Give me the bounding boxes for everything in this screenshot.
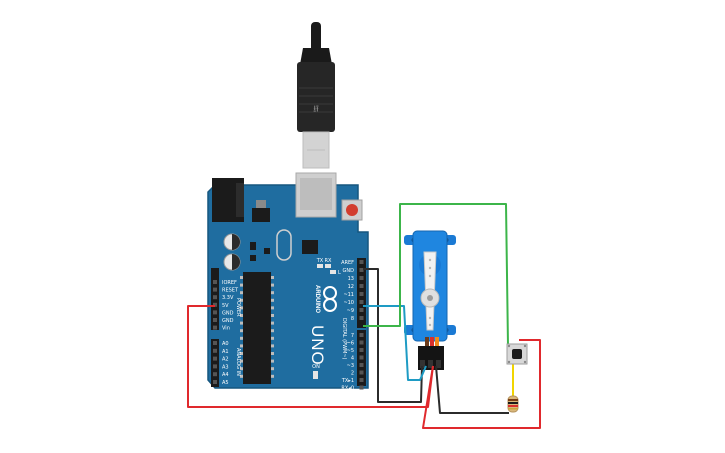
analog-pin[interactable] (213, 372, 217, 377)
power-pin[interactable] (213, 295, 217, 300)
digital-pin-label: 7 (351, 333, 354, 339)
wire-signal-blue (363, 305, 427, 381)
analog-pin-label: A4 (222, 372, 229, 378)
digital-pin-label: ~11 (343, 292, 354, 298)
micro-servo[interactable] (404, 230, 456, 370)
analog-pin-label: A5 (222, 380, 229, 386)
digital-pin[interactable] (359, 378, 364, 382)
digital-pin[interactable] (359, 292, 364, 296)
digital-pin[interactable] (359, 268, 364, 272)
digital-pin-label: RX◂0 (341, 386, 354, 392)
power-pin[interactable] (213, 325, 217, 330)
digital-pin-label: 2 (351, 371, 354, 377)
usb-cable-strain-relief (311, 22, 321, 52)
power-pin-label: IOREF (222, 280, 237, 286)
resistor[interactable] (507, 395, 519, 413)
digital-pin-label: TX▸1 (341, 378, 354, 384)
power-pin-label: GND (222, 310, 234, 316)
digital-pin-label: ~5 (347, 348, 354, 354)
power-pin[interactable] (213, 280, 217, 284)
analog-header (211, 339, 219, 387)
power-pin-label: RESET (222, 288, 239, 294)
analog-pin-label: A1 (222, 349, 229, 355)
led-rx (325, 264, 331, 268)
led-tx (317, 264, 323, 268)
led-l (330, 270, 336, 274)
led-l-label: L (338, 270, 341, 276)
led-on (313, 371, 318, 379)
digital-pin-label: 4 (351, 356, 354, 362)
power-pin-label: 3.3V (222, 295, 234, 301)
digital-header-title: DIGITAL (PWM~) (341, 318, 347, 360)
digital-pin[interactable] (359, 333, 364, 337)
digital-pin[interactable] (359, 316, 364, 320)
arduino-logo: ARDUINO (314, 285, 337, 313)
pushbutton-cap[interactable] (512, 349, 522, 359)
digital-pin-label: ~3 (347, 363, 354, 369)
digital-pin[interactable] (359, 300, 364, 304)
power-pin[interactable] (213, 287, 217, 292)
analog-pin[interactable] (213, 348, 217, 353)
digital-pin[interactable] (359, 276, 364, 280)
led-on-label: ON (312, 364, 320, 370)
digital-pin[interactable] (359, 340, 364, 345)
usb-plug-housing (297, 62, 335, 132)
digital-pin-label: 8 (351, 316, 354, 322)
analog-pin[interactable] (213, 364, 217, 369)
led-rx-label: RX (325, 258, 332, 264)
digital-pin[interactable] (359, 308, 364, 312)
digital-pin[interactable] (359, 348, 364, 352)
pushbutton[interactable] (506, 343, 528, 365)
digital-pin-label: 12 (348, 284, 354, 290)
wire-gnd-black-2 (435, 365, 509, 414)
digital-pin[interactable] (359, 260, 364, 264)
digital-pin-label: AREF (341, 260, 354, 266)
digital-pin-label: 13 (348, 276, 354, 282)
digital-pin[interactable] (359, 363, 364, 367)
power-pin[interactable] (213, 310, 217, 315)
usb-cable[interactable]: ⭿ (297, 22, 335, 169)
digital-pin-label: ~10 (343, 300, 354, 306)
usb-symbol-icon: ⭿ (313, 104, 319, 114)
crystal-oscillator (276, 229, 292, 261)
wire-pin7-green (363, 203, 509, 347)
digital-pin[interactable] (359, 370, 364, 375)
power-pin[interactable] (213, 318, 217, 322)
usb-chip (302, 240, 318, 254)
digital-pin-label: ~6 (347, 341, 354, 347)
wire-5v-red-2 (422, 339, 541, 429)
power-pin-label: 5V (222, 303, 229, 309)
wire-5v-red (187, 305, 434, 408)
digital-pin[interactable] (359, 385, 364, 390)
analog-pin-label: A3 (222, 364, 229, 370)
led-tx-label: TX (316, 258, 324, 264)
power-pin-label: Vin (222, 326, 230, 332)
digital-pin[interactable] (359, 355, 364, 360)
analog-pin-label: A2 (222, 357, 229, 363)
atmega-chip (240, 272, 274, 384)
analog-pin-label: A0 (222, 341, 229, 347)
analog-header-title: ANALOG IN (235, 348, 241, 376)
reset-button[interactable] (341, 199, 363, 221)
digital-pin-label: GND (343, 268, 355, 274)
analog-pin[interactable] (213, 356, 217, 361)
power-pin[interactable] (213, 302, 217, 307)
digital-pin-label: ~9 (347, 308, 354, 314)
brand-text: ARDUINO (314, 285, 320, 313)
power-pin-label: GND (222, 318, 234, 324)
arduino-uno-board[interactable]: TX RX L ON ARDUINO UNO POWER ANALOG IN D… (207, 172, 369, 392)
analog-pin[interactable] (213, 380, 217, 384)
wire-gnd-black (363, 268, 423, 403)
voltage-regulator (252, 208, 270, 222)
model-text: UNO (308, 325, 327, 366)
digital-pin[interactable] (359, 284, 364, 288)
analog-pin[interactable] (213, 341, 217, 345)
power-header-title: POWER (235, 298, 241, 317)
wires (187, 203, 541, 429)
